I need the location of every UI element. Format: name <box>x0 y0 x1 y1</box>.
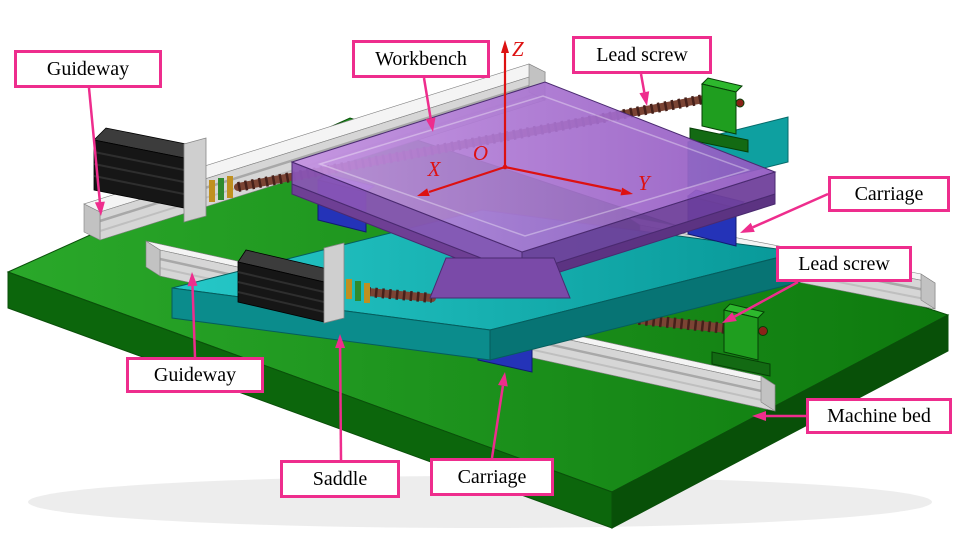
bearing-block-upper <box>689 77 749 153</box>
axis-y-line <box>504 165 622 193</box>
label-carriage-bottom: Carriage <box>430 458 554 496</box>
coordinate-axes: Z O X Y <box>417 37 652 196</box>
lead-screw-lower-visible <box>364 287 436 303</box>
arrow-workbench <box>422 77 436 132</box>
label-saddle: Saddle <box>280 460 400 498</box>
arrow-lead-screw-top <box>639 73 650 106</box>
rail-end-cap <box>83 203 101 241</box>
axis-x-line <box>428 165 506 194</box>
axis-x-arrowhead <box>417 188 430 196</box>
axis-x-label: X <box>427 157 442 181</box>
arrow-guideway-top <box>87 87 105 216</box>
axis-z-label: Z <box>512 37 524 61</box>
label-workbench: Workbench <box>352 40 490 78</box>
saddle-front-right-face <box>489 251 801 361</box>
arrow-guideway-left <box>187 272 198 358</box>
bench-nut-housing <box>429 257 571 299</box>
rail-end-cap <box>920 273 936 310</box>
bench-top-inset <box>317 95 751 237</box>
screw-end-nut <box>758 326 768 336</box>
motor-bracket <box>323 242 345 324</box>
floor-shadow <box>28 476 932 528</box>
screw-end-nut <box>735 98 745 108</box>
arrow-saddle <box>335 334 346 461</box>
arrow-machine-bed <box>752 411 806 421</box>
arrow-carriage-bottom <box>490 372 508 459</box>
axis-origin-point <box>502 164 508 170</box>
label-guideway-left: Guideway <box>126 357 264 393</box>
bench-top-face <box>290 81 777 253</box>
label-carriage-right: Carriage <box>828 176 950 212</box>
arrow-lead-screw-right <box>722 280 799 323</box>
workbench-table <box>290 81 777 285</box>
bed-front-right-face <box>611 314 949 529</box>
callout-arrows <box>87 73 829 461</box>
label-machine-bed: Machine bed <box>806 398 952 434</box>
rail-end-cap <box>760 375 776 412</box>
motor-lower <box>237 242 370 324</box>
axis-y-arrowhead <box>620 187 633 196</box>
motor-bracket <box>183 137 207 223</box>
axis-origin-label: O <box>473 141 488 165</box>
label-guideway-top: Guideway <box>14 50 162 88</box>
motor-upper <box>93 127 233 223</box>
axis-z-arrowhead <box>501 40 509 53</box>
rail-end-cap <box>145 240 161 277</box>
axis-y-label: Y <box>638 171 652 195</box>
label-lead-screw-top: Lead screw <box>572 36 712 74</box>
label-lead-screw-right: Lead screw <box>776 246 912 282</box>
arrow-carriage-right <box>740 192 829 233</box>
